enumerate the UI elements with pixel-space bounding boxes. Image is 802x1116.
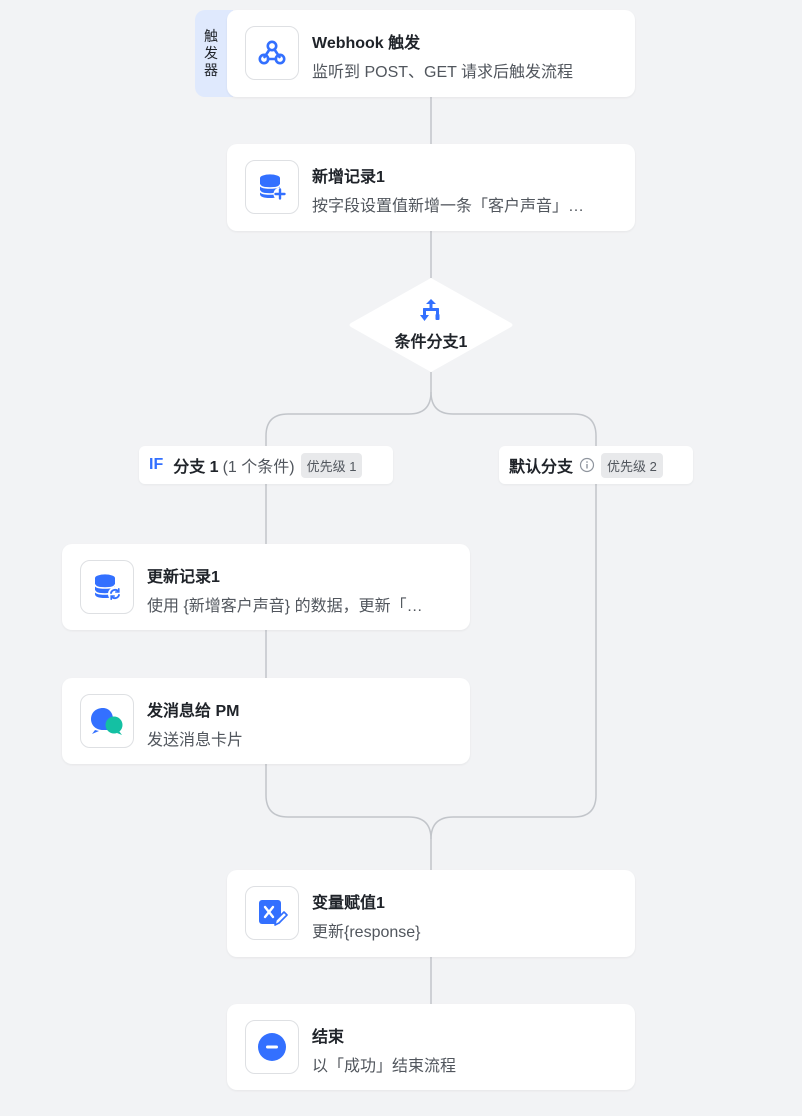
priority-badge: 优先级 1 bbox=[300, 452, 363, 478]
node-title: 更新记录1 bbox=[147, 569, 220, 586]
end-minus-icon bbox=[245, 1020, 299, 1074]
branch-icon bbox=[420, 299, 440, 321]
update-record-node[interactable]: 更新记录1 使用 {新增客户声音} 的数据，更新「… bbox=[62, 544, 470, 630]
if-tag: IF bbox=[149, 456, 164, 473]
connector-message-merge bbox=[265, 764, 432, 840]
database-refresh-icon bbox=[80, 560, 134, 614]
node-title: Webhook 触发 bbox=[312, 35, 421, 52]
node-title: 结束 bbox=[312, 1029, 345, 1046]
trigger-tag-char: 触 bbox=[204, 28, 218, 44]
connector-default-merge bbox=[430, 391, 597, 870]
node-description: 以「成功」结束流程 bbox=[312, 1058, 457, 1075]
branch-if-label[interactable]: IF 分支 1 (1 个条件) 优先级 1 bbox=[139, 446, 393, 484]
diamond-shape bbox=[349, 278, 513, 372]
branch-default-label[interactable]: 默认分支 优先级 2 bbox=[499, 446, 693, 484]
condition-branch-node[interactable]: 条件分支1 bbox=[348, 276, 514, 374]
trigger-tag-char: 发 bbox=[204, 45, 218, 61]
node-title: 新增记录1 bbox=[312, 169, 385, 186]
send-message-node[interactable]: 发消息给 PM 发送消息卡片 bbox=[62, 678, 470, 764]
trigger-tag: 触 发 器 bbox=[195, 10, 233, 97]
node-title: 发消息给 PM bbox=[147, 703, 240, 720]
condition-title: 条件分支1 bbox=[394, 334, 468, 351]
variable-assign-node[interactable]: 变量赋值1 更新{response} bbox=[227, 870, 635, 957]
branch-condition-count: (1 个条件) bbox=[222, 459, 295, 476]
node-title: 变量赋值1 bbox=[312, 895, 385, 912]
node-description: 监听到 POST、GET 请求后触发流程 bbox=[312, 64, 574, 81]
node-description: 更新{response} bbox=[312, 924, 421, 941]
node-description: 使用 {新增客户声音} 的数据，更新「… bbox=[147, 598, 423, 615]
connector-condition-if bbox=[265, 372, 432, 544]
info-icon[interactable] bbox=[579, 457, 595, 473]
add-record-node[interactable]: 新增记录1 按字段设置值新增一条「客户声音」… bbox=[227, 144, 635, 231]
branch-name: 分支 1 bbox=[173, 459, 219, 476]
message-bubble-icon bbox=[80, 694, 134, 748]
priority-badge: 优先级 2 bbox=[601, 452, 663, 478]
branch-name: 默认分支 bbox=[509, 459, 574, 476]
node-description: 按字段设置值新增一条「客户声音」… bbox=[312, 198, 585, 215]
trigger-tag-char: 器 bbox=[204, 62, 218, 78]
webhook-icon bbox=[245, 26, 299, 80]
node-description: 发送消息卡片 bbox=[147, 732, 244, 749]
database-add-icon bbox=[245, 160, 299, 214]
end-node[interactable]: 结束 以「成功」结束流程 bbox=[227, 1004, 635, 1090]
variable-edit-icon bbox=[245, 886, 299, 940]
webhook-trigger-node[interactable]: Webhook 触发 监听到 POST、GET 请求后触发流程 bbox=[227, 10, 635, 97]
